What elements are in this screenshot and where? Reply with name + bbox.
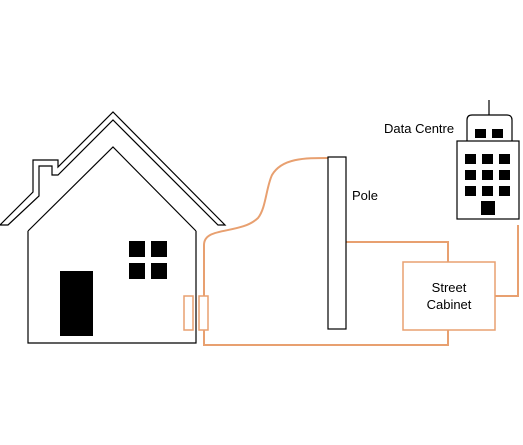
data-centre-top-window <box>492 129 503 138</box>
house-roof-outer <box>0 111 227 226</box>
data-centre-window <box>499 170 510 180</box>
house-window-pane <box>151 241 167 257</box>
underground-cable-house-to-cabinet <box>203 330 449 346</box>
pole-label: Pole <box>352 188 378 203</box>
data-centre: Data Centre <box>384 100 520 220</box>
external-connection-box <box>183 295 194 331</box>
data-centre-top <box>466 114 513 141</box>
data-centre-window <box>465 186 476 196</box>
cable-cabinet-to-data-centre <box>495 225 519 297</box>
data-centre-label: Data Centre <box>384 121 454 136</box>
data-centre-window <box>482 186 493 196</box>
data-centre-windows <box>465 154 510 196</box>
data-centre-window <box>482 170 493 180</box>
street-cabinet-label-line2: Cabinet <box>427 297 472 312</box>
house-window-pane <box>129 263 145 279</box>
data-centre-window <box>465 154 476 164</box>
house-window-pane <box>129 241 145 257</box>
pole-shaft <box>327 156 347 330</box>
data-centre-window <box>482 154 493 164</box>
street-cabinet-box <box>402 261 496 331</box>
data-centre-window <box>465 170 476 180</box>
street-cabinet: Street Cabinet <box>402 261 496 331</box>
house-roof-inner <box>27 146 197 232</box>
data-centre-door <box>481 201 495 215</box>
house-wall <box>27 231 197 344</box>
cable-paths <box>203 157 519 346</box>
data-centre-window <box>499 186 510 196</box>
drop-cable-house-to-pole <box>203 157 329 305</box>
house-door <box>60 271 93 336</box>
street-cabinet-label-line1: Street <box>432 280 467 295</box>
house-window-pane <box>151 263 167 279</box>
data-centre-top-window <box>475 129 486 138</box>
internal-connection-box <box>198 295 209 331</box>
house <box>0 111 227 344</box>
cable-pole-to-cabinet <box>346 241 449 262</box>
data-centre-window <box>499 154 510 164</box>
pole: Pole <box>327 156 378 330</box>
wall-connection-boxes <box>183 295 209 331</box>
